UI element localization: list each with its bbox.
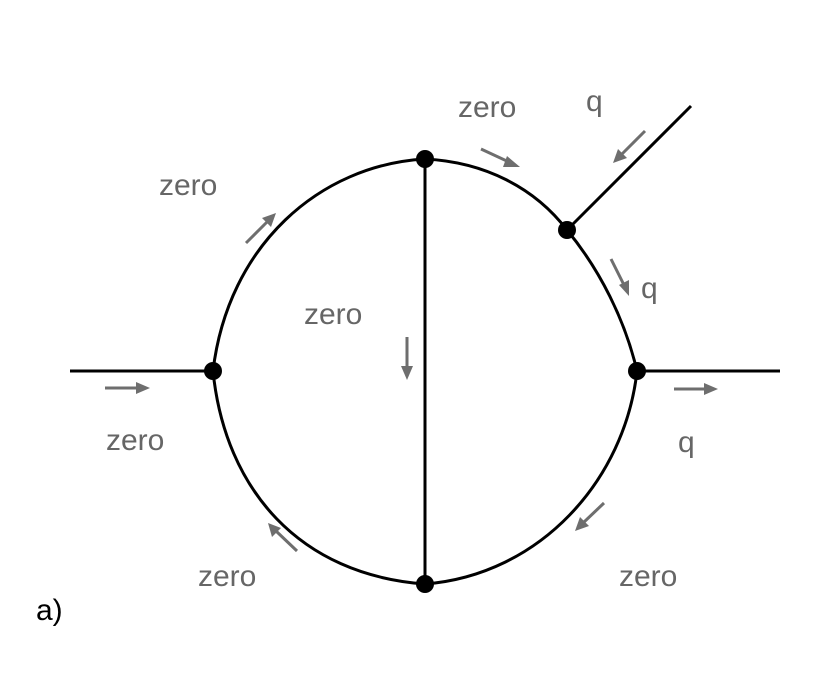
label-top-arc: zero xyxy=(458,91,516,124)
lower-right-propagator xyxy=(424,370,639,586)
arrow-right-upper xyxy=(609,258,629,296)
vertex-left xyxy=(204,362,222,380)
label-q-leg-top: q xyxy=(586,85,603,118)
vertex-right xyxy=(628,362,646,380)
arrow-upper-left xyxy=(244,213,276,245)
arrow-left-leg xyxy=(105,382,150,394)
label-upper-left-arc: zero xyxy=(159,169,217,202)
label-right-upper-arc: q xyxy=(641,272,658,305)
right-upper-propagator xyxy=(565,229,639,372)
panel-label: a) xyxy=(36,594,63,627)
arrow-right-leg xyxy=(674,383,718,395)
top-right-propagator xyxy=(424,157,569,231)
top-right-external-leg xyxy=(565,104,693,232)
vertex-top-right xyxy=(558,221,576,239)
lower-left-propagator xyxy=(211,370,426,586)
label-bottom-left-arc: zero xyxy=(198,560,256,593)
arrow-middle xyxy=(401,337,413,380)
arrow-lower-left xyxy=(268,523,299,553)
label-left-leg: zero xyxy=(106,424,164,457)
arrow-q-leg xyxy=(613,129,647,163)
label-middle-line: zero xyxy=(304,298,362,331)
arrow-lower-right xyxy=(575,501,606,531)
upper-left-propagator xyxy=(211,157,426,372)
vertex-top xyxy=(416,150,434,168)
label-right-leg: q xyxy=(678,426,695,459)
arrow-top-arc xyxy=(480,147,520,167)
label-bottom-right-arc: zero xyxy=(619,560,677,593)
vertex-bottom xyxy=(416,575,434,593)
